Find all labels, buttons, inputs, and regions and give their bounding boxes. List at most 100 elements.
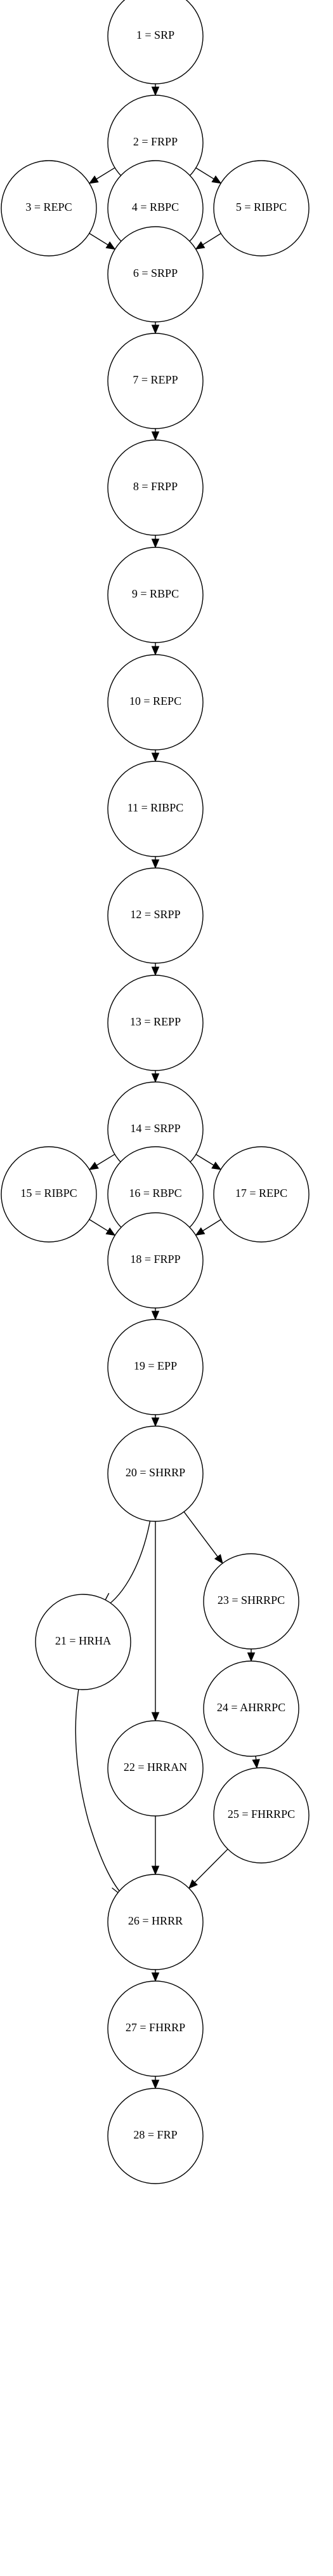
edge-n23-n24: [247, 1649, 256, 1662]
node-label: 10 = REPC: [129, 695, 181, 707]
arrow-head: [252, 1759, 260, 1769]
arrow-head: [151, 1865, 160, 1876]
edge-line: [195, 167, 215, 180]
edge-n13-n14: [151, 1071, 160, 1083]
edge-n11-n12: [151, 857, 160, 869]
node-n18: 18 = FRPP: [107, 1212, 204, 1309]
node-label: 19 = EPP: [134, 1359, 177, 1372]
edge-n8-n9: [151, 535, 160, 549]
node-label: 21 = HRHA: [55, 1634, 111, 1647]
edge-line: [202, 1219, 221, 1232]
arrow-head: [151, 324, 160, 335]
edge-n3-n6: [89, 232, 116, 250]
node-circle: [203, 1660, 299, 1757]
edge-line: [75, 1688, 129, 1902]
node-label: 1 = SRP: [136, 29, 174, 41]
node-n19: 19 = EPP: [107, 1319, 204, 1415]
node-circle: [107, 0, 204, 84]
node-circle: [107, 1980, 204, 2077]
node-label: 18 = FRPP: [130, 1253, 180, 1265]
node-n9: 9 = RBPC: [107, 547, 204, 643]
node-label: 27 = FHRRP: [126, 2021, 185, 2034]
arrow-head: [214, 1554, 223, 1565]
node-circle: [107, 547, 204, 643]
edge-line: [96, 1154, 115, 1166]
edge-n10-n11: [151, 750, 160, 763]
node-circle: [107, 1874, 204, 1970]
edge-n7-n8: [151, 429, 160, 441]
node-circle: [107, 439, 204, 536]
node-circle: [107, 654, 204, 751]
node-circle: [107, 1212, 204, 1309]
node-circle: [107, 975, 204, 1071]
node-n6: 6 = SRPP: [107, 226, 204, 323]
arrow-head: [247, 1652, 256, 1662]
node-circle: [107, 761, 204, 857]
edge-line: [99, 1521, 151, 1611]
edge-n2-n3: [88, 167, 115, 184]
node-n16: 16 = RBPC: [107, 1146, 204, 1243]
edge-n22-n26: [151, 1816, 160, 1876]
node-n3: 3 = REPC: [1, 160, 97, 257]
edge-line: [202, 233, 221, 246]
edge-n9-n10: [151, 643, 160, 656]
node-label: 17 = REPC: [235, 1187, 287, 1199]
edge-n26-n27: [151, 1970, 160, 1982]
edge-line: [195, 1154, 215, 1166]
edges-layer: [75, 84, 260, 2090]
node-n17: 17 = REPC: [213, 1146, 310, 1243]
node-circle: [213, 1767, 310, 1864]
arrow-head: [88, 175, 99, 184]
node-label: 23 = SHRRPC: [218, 1594, 285, 1606]
node-n15: 15 = RIBPC: [1, 1146, 97, 1243]
edge-n14-n15: [89, 1154, 115, 1170]
node-circle: [203, 1553, 299, 1650]
node-label: 14 = SRPP: [130, 1122, 180, 1135]
edge-line: [95, 167, 115, 180]
arrow-head: [105, 1227, 116, 1236]
node-label: 16 = RBPC: [129, 1187, 181, 1199]
edge-n17-n18: [195, 1219, 221, 1236]
node-label: 6 = SRPP: [133, 267, 178, 279]
node-n28: 28 = FRP: [107, 2088, 204, 2184]
node-n8: 8 = FRPP: [107, 439, 204, 536]
node-label: 4 = RBPC: [132, 201, 179, 213]
arrow-head: [151, 86, 160, 97]
edge-n5-n6: [195, 233, 221, 250]
node-circle: [107, 867, 204, 964]
node-n27: 27 = FHRRP: [107, 1980, 204, 2077]
node-n11: 11 = RIBPC: [107, 761, 204, 857]
node-n22: 22 = HRRAN: [107, 1720, 204, 1817]
node-circle: [107, 226, 204, 323]
arrow-head: [151, 752, 160, 763]
node-label: 12 = SRPP: [130, 908, 180, 921]
node-label: 22 = HRRAN: [124, 1761, 187, 1773]
node-n20: 20 = SHRRP: [107, 1425, 204, 1522]
arrow-head: [151, 646, 160, 656]
arrow-head: [151, 1417, 160, 1427]
node-n21: 21 = HRHA: [35, 1594, 131, 1690]
node-n5: 5 = RIBPC: [213, 160, 310, 257]
arrow-head: [151, 859, 160, 869]
node-label: 11 = RIBPC: [127, 801, 184, 814]
node-label: 9 = RBPC: [132, 587, 179, 600]
edge-n6-n7: [151, 322, 160, 335]
edge-line: [183, 1511, 219, 1558]
node-circle: [213, 1146, 310, 1243]
edge-line: [89, 232, 109, 246]
node-circle: [1, 1146, 97, 1243]
node-label: 7 = REPP: [133, 373, 178, 386]
node-circle: [107, 333, 204, 429]
edge-n2-n5: [195, 167, 222, 184]
node-circle: [107, 1425, 204, 1522]
edge-n20-n21: [98, 1521, 151, 1611]
edge-n15-n18: [89, 1218, 116, 1236]
node-label: 8 = FRPP: [133, 480, 178, 493]
arrow-head: [151, 1073, 160, 1083]
node-label: 5 = RIBPC: [236, 201, 287, 213]
edge-n12-n13: [151, 963, 160, 977]
edge-n18-n19: [151, 1308, 160, 1321]
node-label: 24 = AHRRPC: [217, 1701, 285, 1714]
arrow-head: [151, 431, 160, 441]
